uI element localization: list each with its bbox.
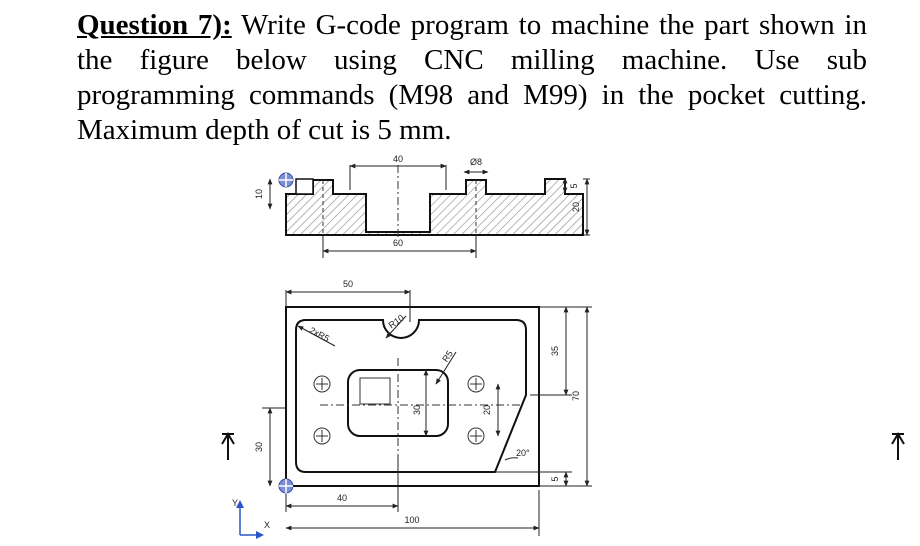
dim-label: 5	[550, 476, 560, 481]
hole	[313, 427, 331, 445]
plan-dim-pocket-30: 30	[412, 369, 429, 437]
plan-label-R5: R5	[435, 349, 457, 385]
question-label: Question 7):	[77, 9, 232, 41]
axis-x-label: X	[264, 520, 270, 530]
axis-y-label: Y	[232, 498, 238, 508]
dim-label: 30	[412, 405, 422, 415]
plan-view: 50 2xR5 R10 R5 30 20 20°	[254, 279, 592, 536]
section-body	[285, 178, 584, 236]
hole	[467, 375, 485, 393]
hole	[313, 375, 331, 393]
dim-label: R10	[387, 313, 406, 331]
dim-label: 40	[393, 154, 403, 164]
section-cut-marker-right	[891, 432, 905, 460]
section-dim-60: 60	[322, 236, 477, 258]
dim-label: 5	[569, 183, 579, 188]
dim-label: 70	[571, 391, 581, 401]
section-cut-marker-left	[221, 432, 235, 460]
dim-label: 10	[254, 189, 264, 199]
plan-dim-right: 35 70 5	[496, 306, 592, 487]
section-dim-dia8: Ø8	[463, 157, 489, 175]
plan-dim-50: 50	[285, 279, 411, 322]
plan-label-2xR5: 2xR5	[297, 325, 336, 347]
dim-label: 30	[254, 442, 264, 452]
dim-label: 50	[343, 279, 353, 289]
plan-dim-40: 40	[285, 455, 399, 512]
stock-outline	[285, 306, 540, 487]
dim-label: 20	[482, 405, 492, 415]
plan-label-R10: R10	[385, 313, 407, 339]
dim-label: 20°	[516, 448, 530, 458]
dim-label: R5	[440, 349, 455, 364]
plan-dim-holes-20: 20	[482, 383, 501, 437]
plan-dim-100: 100	[285, 490, 540, 536]
section-dim-40: 40	[349, 154, 447, 190]
step-profile	[295, 319, 527, 473]
dim-label: 35	[550, 346, 560, 356]
plan-dim-left-30: 30	[254, 407, 285, 487]
dim-label: Ø8	[470, 157, 482, 167]
dim-label: 2xR5	[308, 325, 331, 344]
dim-label: 100	[404, 515, 419, 525]
section-view: 40 Ø8 10 5 20 60	[254, 154, 590, 258]
hole	[467, 427, 485, 445]
plan-angle-20: 20°	[504, 448, 530, 461]
dim-label: 60	[393, 238, 403, 248]
dim-label: 40	[337, 493, 347, 503]
dim-label: 20	[571, 202, 581, 212]
coordinate-axes-icon: Y X	[232, 498, 270, 539]
section-dim-right: 5 20	[562, 177, 590, 236]
question-body: Write G-code program to machine the part…	[77, 9, 867, 146]
question-text: Question 7): Write G-code program to mac…	[77, 8, 867, 148]
section-dim-10: 10	[254, 178, 273, 210]
